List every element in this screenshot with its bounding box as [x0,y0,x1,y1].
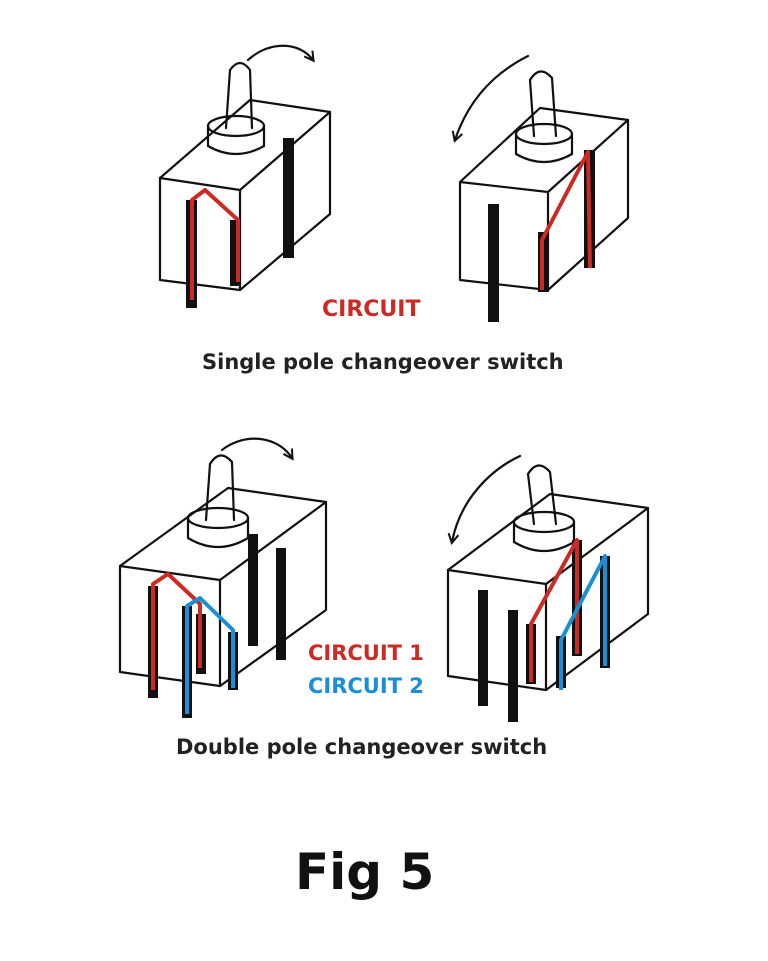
circuit-2-path [185,596,235,714]
rotation-arrow-left [452,454,522,542]
double-pole-switch-right [446,454,650,722]
circuit-path [190,188,240,300]
circuit-1-label: CIRCUIT 1 [308,641,424,665]
double-pole-switch-left [118,437,328,718]
circuit-1-path [151,572,202,690]
single-pole-switch-left [158,44,332,308]
circuit-path [540,150,592,290]
circuit-2-path [559,554,607,690]
circuit-label: CIRCUIT [322,297,421,322]
rotation-arrow-right [220,437,292,458]
circuit-1-path [529,538,579,682]
caption-single-pole: Single pole changeover switch [202,350,564,374]
caption-double-pole: Double pole changeover switch [176,735,548,759]
rotation-arrow-left [455,54,530,140]
figure-title: Fig 5 [295,843,435,901]
rotation-arrow-right [246,44,313,60]
single-pole-switch-right [455,54,630,322]
circuit-2-label: CIRCUIT 2 [308,674,424,698]
